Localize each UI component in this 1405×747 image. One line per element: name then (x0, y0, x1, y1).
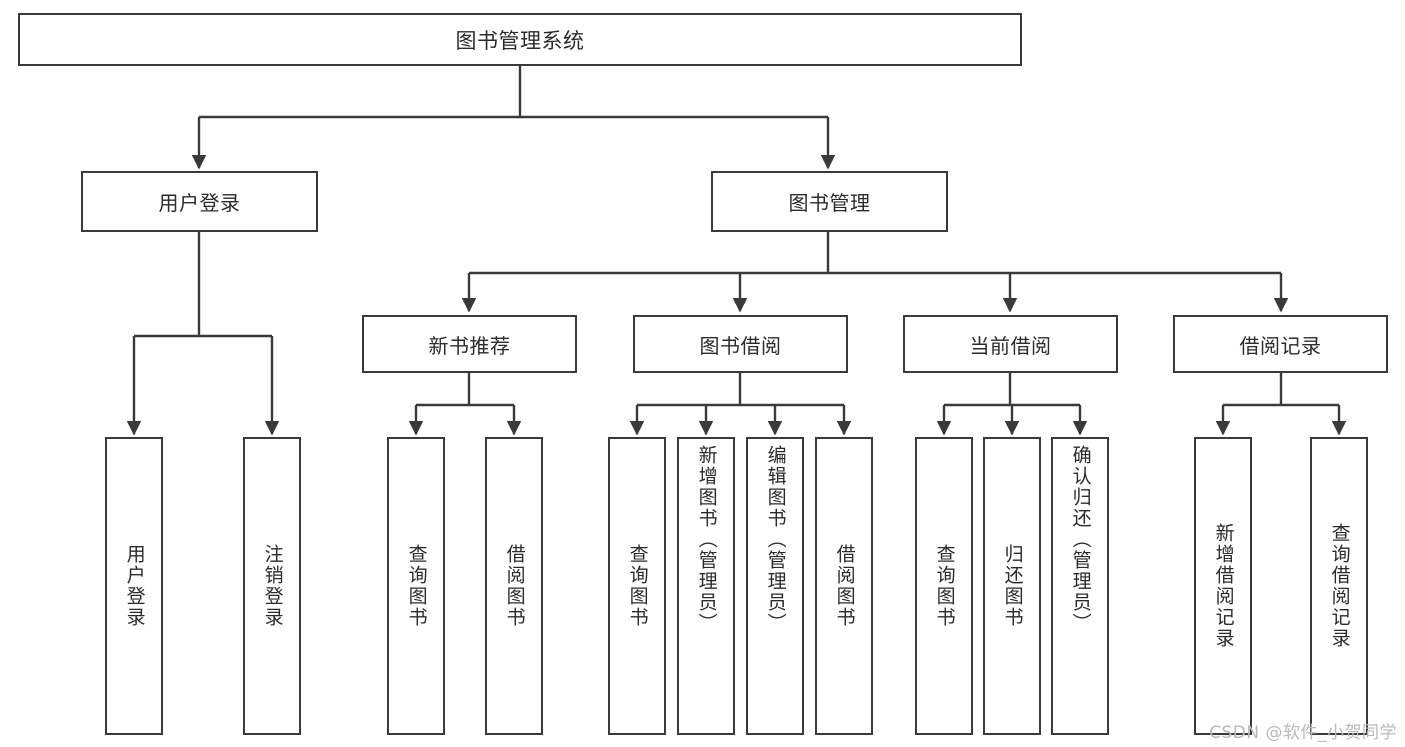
node-current-borrow[interactable]: 当前借阅 (903, 315, 1118, 373)
leaf-current-borrow-query-label: 查询图书 (933, 544, 956, 628)
node-user-login-label: 用户登录 (158, 191, 241, 215)
leaf-new-book-borrow[interactable]: 借阅图书 (485, 437, 543, 735)
node-user-login[interactable]: 用户登录 (81, 171, 318, 232)
node-root-system-label: 图书管理系统 (455, 28, 585, 53)
node-new-book-recommend[interactable]: 新书推荐 (362, 315, 577, 373)
leaf-book-borrow-add-label: 新增图书（管理员） (695, 445, 718, 634)
leaf-new-book-query[interactable]: 查询图书 (387, 437, 445, 735)
node-borrow-record-label: 借阅记录 (1239, 333, 1322, 358)
node-book-manage[interactable]: 图书管理 (711, 171, 948, 232)
node-borrow-record[interactable]: 借阅记录 (1173, 315, 1388, 373)
leaf-book-borrow-borrow[interactable]: 借阅图书 (815, 437, 873, 735)
node-root-system[interactable]: 图书管理系统 (18, 13, 1022, 66)
leaf-borrow-record-add-label: 新增借阅记录 (1212, 523, 1235, 649)
leaf-new-book-borrow-label: 借阅图书 (503, 544, 526, 628)
node-new-book-recommend-label: 新书推荐 (428, 333, 511, 358)
leaf-book-borrow-borrow-label: 借阅图书 (833, 544, 856, 628)
leaf-user-login-logout[interactable]: 注销登录 (243, 437, 301, 735)
leaf-current-borrow-return-label: 归还图书 (1001, 544, 1024, 628)
leaf-book-borrow-edit[interactable]: 编辑图书（管理员） (746, 437, 804, 735)
node-book-manage-label: 图书管理 (788, 191, 871, 215)
leaf-user-login-logout-label: 注销登录 (261, 544, 284, 628)
leaf-book-borrow-query-label: 查询图书 (626, 544, 649, 628)
node-book-borrow[interactable]: 图书借阅 (633, 315, 848, 373)
leaf-user-login-login-label: 用户登录 (123, 544, 146, 628)
leaf-book-borrow-add[interactable]: 新增图书（管理员） (677, 437, 735, 735)
leaf-book-borrow-query[interactable]: 查询图书 (608, 437, 666, 735)
leaf-current-borrow-confirm-label: 确认归还（管理员） (1069, 445, 1092, 634)
leaf-new-book-query-label: 查询图书 (405, 544, 428, 628)
leaf-current-borrow-confirm[interactable]: 确认归还（管理员） (1051, 437, 1109, 735)
leaf-current-borrow-query[interactable]: 查询图书 (915, 437, 973, 735)
leaf-current-borrow-return[interactable]: 归还图书 (983, 437, 1041, 735)
node-current-borrow-label: 当前借阅 (969, 333, 1052, 358)
leaf-user-login-login[interactable]: 用户登录 (105, 437, 163, 735)
leaf-borrow-record-add[interactable]: 新增借阅记录 (1194, 437, 1252, 735)
leaf-book-borrow-edit-label: 编辑图书（管理员） (764, 445, 787, 634)
node-book-borrow-label: 图书借阅 (699, 333, 782, 358)
leaf-borrow-record-query[interactable]: 查询借阅记录 (1310, 437, 1368, 735)
leaf-borrow-record-query-label: 查询借阅记录 (1328, 523, 1351, 649)
